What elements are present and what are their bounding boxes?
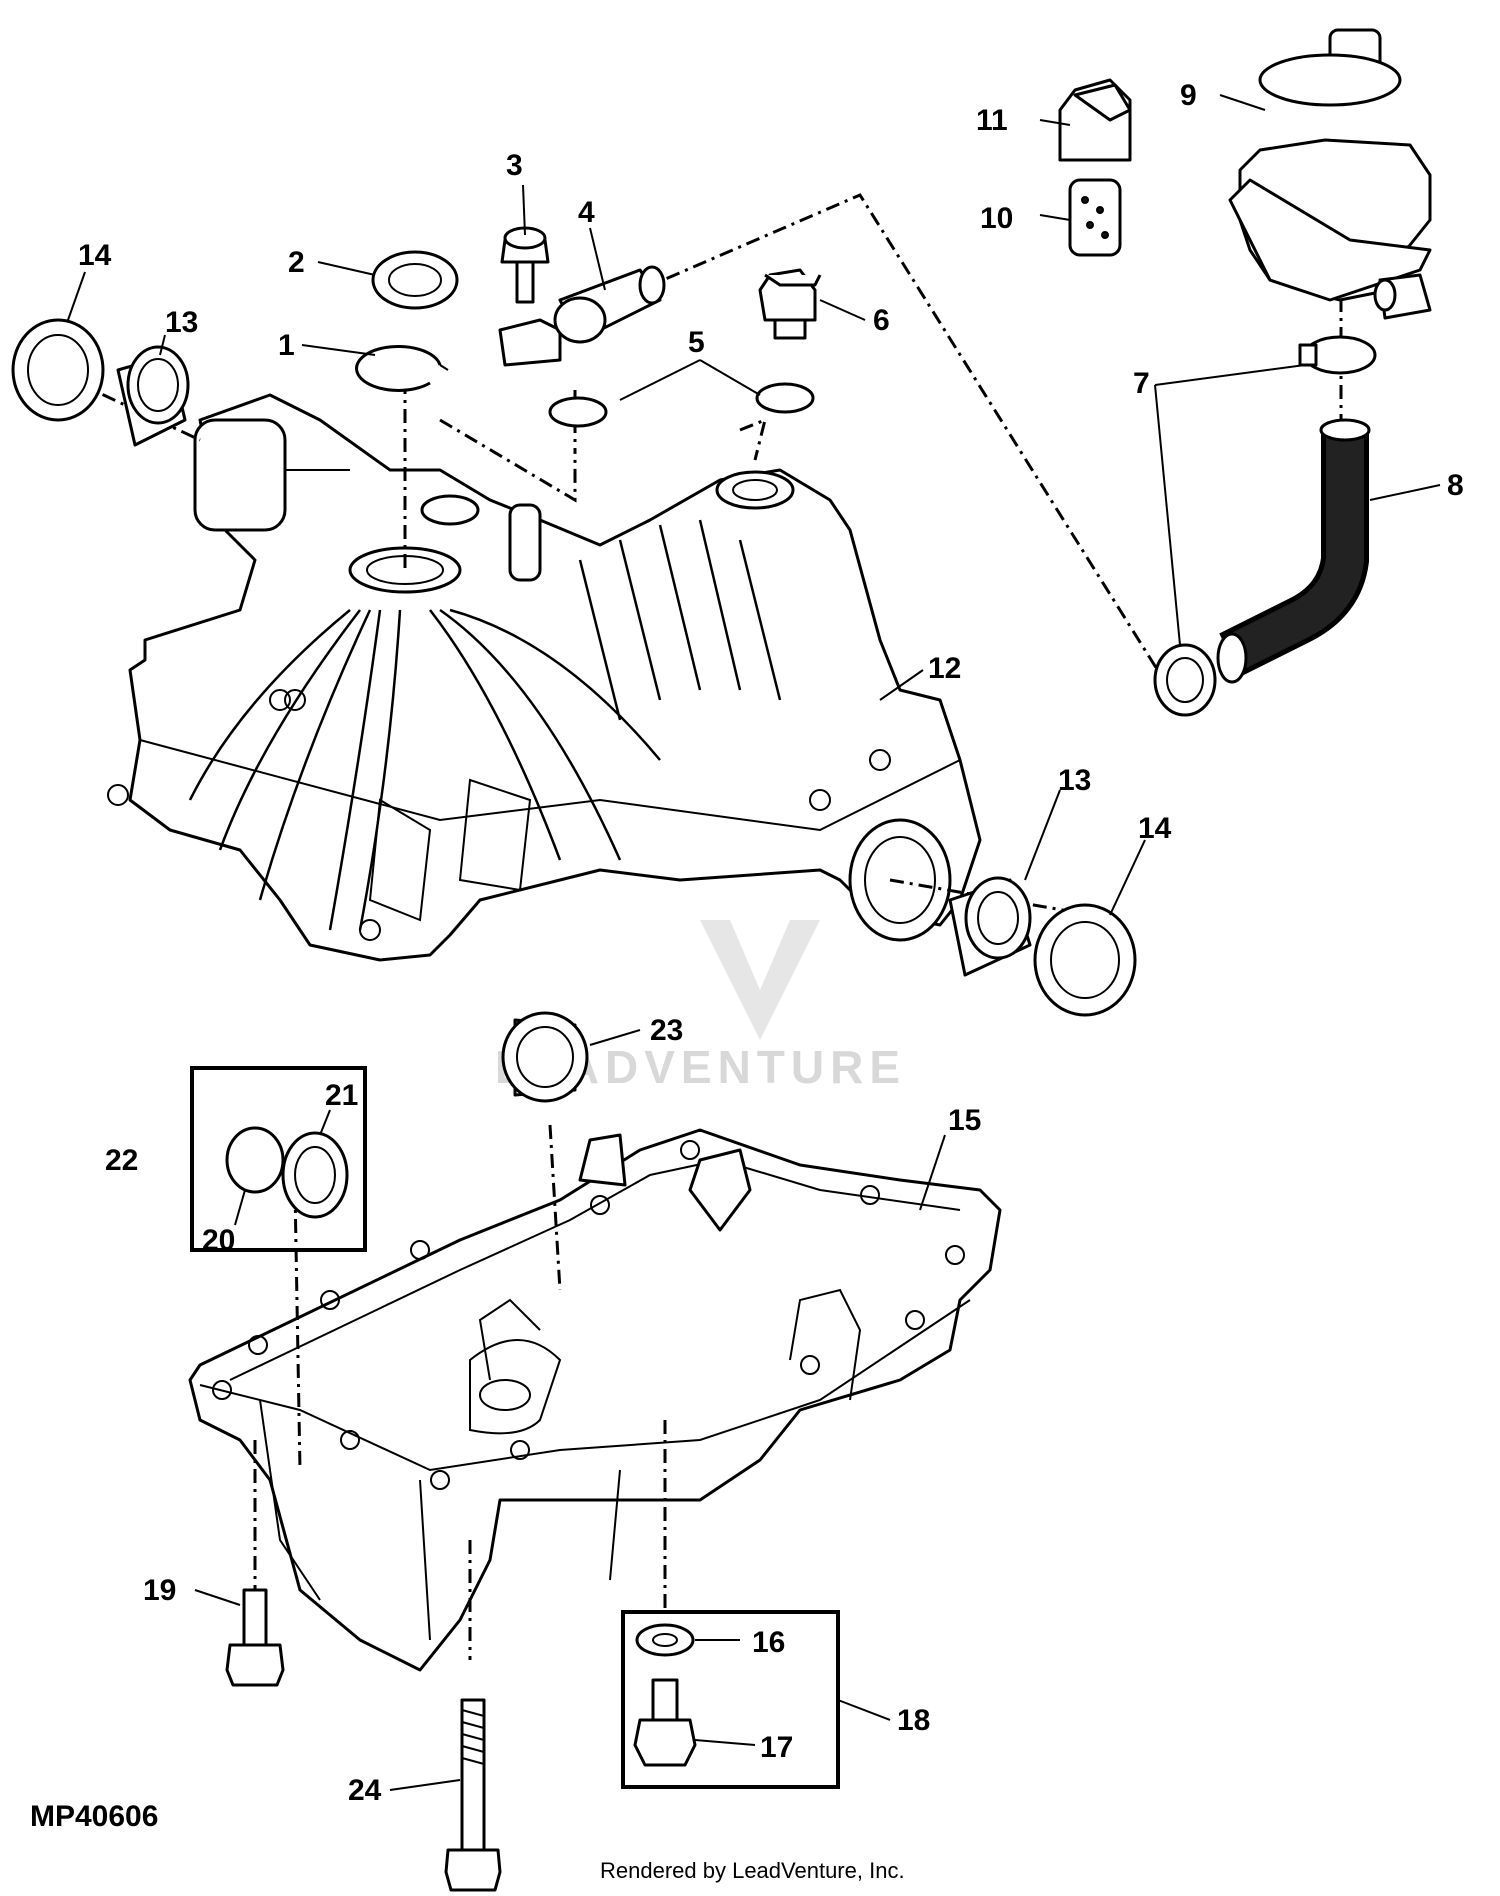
callout-13-left: 13 xyxy=(165,306,198,339)
part-24-cap-screw[interactable] xyxy=(444,1698,502,1892)
part-17-drain-plug[interactable] xyxy=(633,1678,697,1767)
part-10-filter-screen[interactable] xyxy=(1068,178,1122,257)
callout-1: 1 xyxy=(278,329,295,362)
part-5-o-ring-right[interactable] xyxy=(755,382,815,414)
part-6-dipstick-plug[interactable] xyxy=(758,268,822,340)
part-21-seal[interactable] xyxy=(281,1131,349,1219)
part-19-cap-screw[interactable] xyxy=(225,1588,285,1687)
callout-13-right: 13 xyxy=(1058,764,1091,797)
part-13-bushing-right[interactable] xyxy=(948,876,1032,977)
part-7-hose-clamp-upper[interactable] xyxy=(1298,335,1377,375)
figure-code: MP40606 xyxy=(30,1800,159,1833)
lower-transaxle-case[interactable] xyxy=(188,1128,1002,1672)
callout-19: 19 xyxy=(143,1574,176,1607)
part-23-oil-seal[interactable] xyxy=(501,1011,589,1103)
callout-14-right: 14 xyxy=(1138,812,1172,845)
callout-10: 10 xyxy=(980,202,1013,235)
callout-15: 15 xyxy=(948,1104,981,1137)
callout-5: 5 xyxy=(688,326,705,359)
callout-20: 20 xyxy=(202,1224,235,1257)
part-4-hose-fitting[interactable] xyxy=(498,265,666,367)
callout-11: 11 xyxy=(976,104,1008,137)
part-9-oil-reservoir[interactable] xyxy=(1228,28,1432,320)
callout-21: 21 xyxy=(325,1079,358,1112)
callout-23: 23 xyxy=(650,1014,683,1047)
callout-22: 22 xyxy=(105,1144,138,1177)
part-11-reservoir-cap[interactable] xyxy=(1058,78,1132,162)
kit-box-18 xyxy=(621,1610,840,1789)
upper-transaxle-case[interactable] xyxy=(107,393,982,962)
callout-18: 18 xyxy=(897,1704,930,1737)
leader-lines xyxy=(67,94,1441,1791)
callout-6: 6 xyxy=(873,304,890,337)
callout-17: 17 xyxy=(760,1731,793,1764)
callout-4: 4 xyxy=(578,196,595,229)
callout-2: 2 xyxy=(288,246,305,279)
callout-7: 7 xyxy=(1133,367,1150,400)
part-8-oil-hose[interactable] xyxy=(1216,418,1371,684)
part-1-retaining-ring[interactable] xyxy=(355,344,449,392)
watermark-logo xyxy=(700,920,820,1040)
part-14-oil-seal-left[interactable] xyxy=(11,318,105,422)
part-14-oil-seal-right[interactable] xyxy=(1033,903,1137,1017)
part-3-cap-screw[interactable] xyxy=(500,226,550,304)
callout-labels: 1 2 3 4 5 6 7 8 9 10 11 12 13 13 14 14 1… xyxy=(78,79,1464,1807)
part-5-o-ring-left[interactable] xyxy=(548,396,608,428)
part-16-washer[interactable] xyxy=(635,1623,695,1657)
callout-9: 9 xyxy=(1180,79,1197,112)
callout-8: 8 xyxy=(1447,469,1464,502)
callout-3: 3 xyxy=(506,149,523,182)
callout-14-left: 14 xyxy=(78,239,112,272)
callout-24: 24 xyxy=(348,1774,382,1807)
callout-16: 16 xyxy=(752,1626,785,1659)
part-20-plug[interactable] xyxy=(225,1126,285,1194)
part-13-bushing-left[interactable] xyxy=(116,345,190,447)
part-2-oil-seal[interactable] xyxy=(371,250,459,310)
part-7-hose-clamp-lower[interactable] xyxy=(1153,643,1217,717)
render-credit: Rendered by LeadVenture, Inc. xyxy=(600,1858,905,1883)
callout-12: 12 xyxy=(928,652,961,685)
